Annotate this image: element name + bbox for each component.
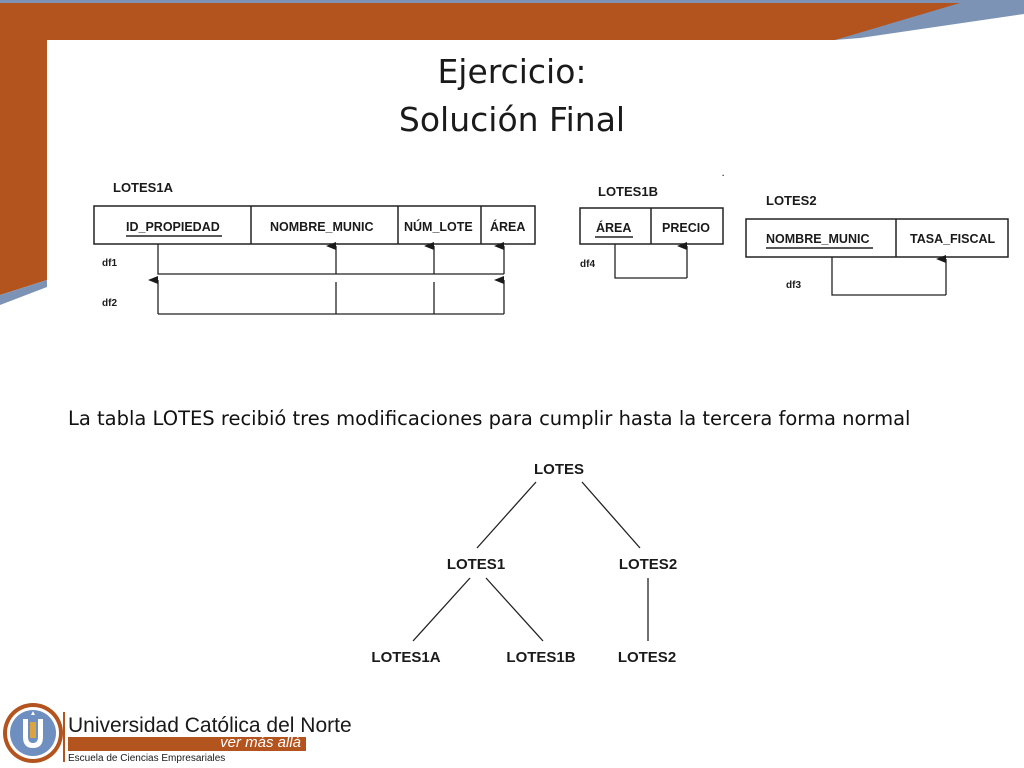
tree-node-lotes2: LOTES2 <box>619 556 677 573</box>
df4-dependency-line <box>614 244 687 279</box>
school-name: Escuela de Ciencias Empresariales <box>68 753 226 764</box>
lotes1b-schema: LOTES1B ÁREA PRECIO df4 · <box>579 171 725 279</box>
lotes1b-field-area: ÁREA <box>596 220 631 235</box>
df1-dependency-line <box>157 244 504 275</box>
lotes1a-dependency-label-df2: df2 <box>102 298 117 309</box>
slide-title-line-1: Ejercicio: <box>437 52 587 91</box>
logo-divider <box>63 712 65 762</box>
lotes1a-field-id-propiedad: ID_PROPIEDAD <box>126 220 220 234</box>
lotes1b-table-name: LOTES1B <box>598 184 658 199</box>
motto-text: ver más allá <box>220 734 301 751</box>
university-logo <box>0 700 320 768</box>
lotes1a-field-nombre-munic: NOMBRE_MUNIC <box>270 220 373 234</box>
tree-node-lotes2-leaf: LOTES2 <box>618 649 676 666</box>
tree-node-lotes1: LOTES1 <box>447 556 505 573</box>
top-orange-band <box>0 3 1000 295</box>
top-blue-band <box>0 0 1024 3</box>
lotes1a-table-name: LOTES1A <box>113 180 174 195</box>
lotes1b-dependency-label-df4: df4 <box>580 259 595 270</box>
lotes1a-dependency-label-df1: df1 <box>102 258 117 269</box>
lotes1a-field-area: ÁREA <box>490 219 525 234</box>
tree-node-lotes1a: LOTES1A <box>371 649 440 666</box>
lotes1a-schema: LOTES1A ID_PROPIEDAD NOMBRE_MUNIC NÚM_LO… <box>93 180 536 315</box>
top-right-blue-wedge <box>835 3 1024 40</box>
schema-diagrams: LOTES1A ID_PROPIEDAD NOMBRE_MUNIC NÚM_LO… <box>93 171 1009 315</box>
tree-edge <box>476 481 537 549</box>
tree-edge <box>581 481 641 549</box>
lotes2-table-name: LOTES2 <box>766 193 817 208</box>
tree-node-lotes1b: LOTES1B <box>506 649 575 666</box>
lotes2-schema: LOTES2 NOMBRE_MUNIC TASA_FISCAL df3 <box>745 193 1009 296</box>
normalization-description: La tabla LOTES recibió tres modificacion… <box>68 407 911 430</box>
lotes2-field-nombre-munic: NOMBRE_MUNIC <box>766 232 869 246</box>
tree-edge <box>412 577 471 642</box>
decomposition-tree: LOTES LOTES1 LOTES2 LOTES1A LOTES1B LOTE… <box>371 461 677 666</box>
lotes1a-field-num-lote: NÚM_LOTE <box>404 219 473 234</box>
lotes1a-record-box <box>93 205 536 245</box>
lotes2-dependency-label-df3: df3 <box>786 280 801 291</box>
motto-bar: ver más allá <box>68 734 306 751</box>
lotes1b-field-precio: PRECIO <box>662 221 710 235</box>
left-blue-wedge <box>0 280 47 305</box>
lotes2-record-box <box>745 218 1009 258</box>
df3-dependency-line <box>831 257 946 296</box>
scan-speck: · <box>722 171 725 180</box>
university-seal-icon <box>3 703 63 763</box>
slide-title-line-2: Solución Final <box>398 100 626 139</box>
tree-edge <box>485 577 544 642</box>
tree-node-lotes: LOTES <box>534 461 584 478</box>
university-name: Universidad Católica del Norte <box>68 714 352 737</box>
lotes2-field-tasa-fiscal: TASA_FISCAL <box>910 232 996 246</box>
